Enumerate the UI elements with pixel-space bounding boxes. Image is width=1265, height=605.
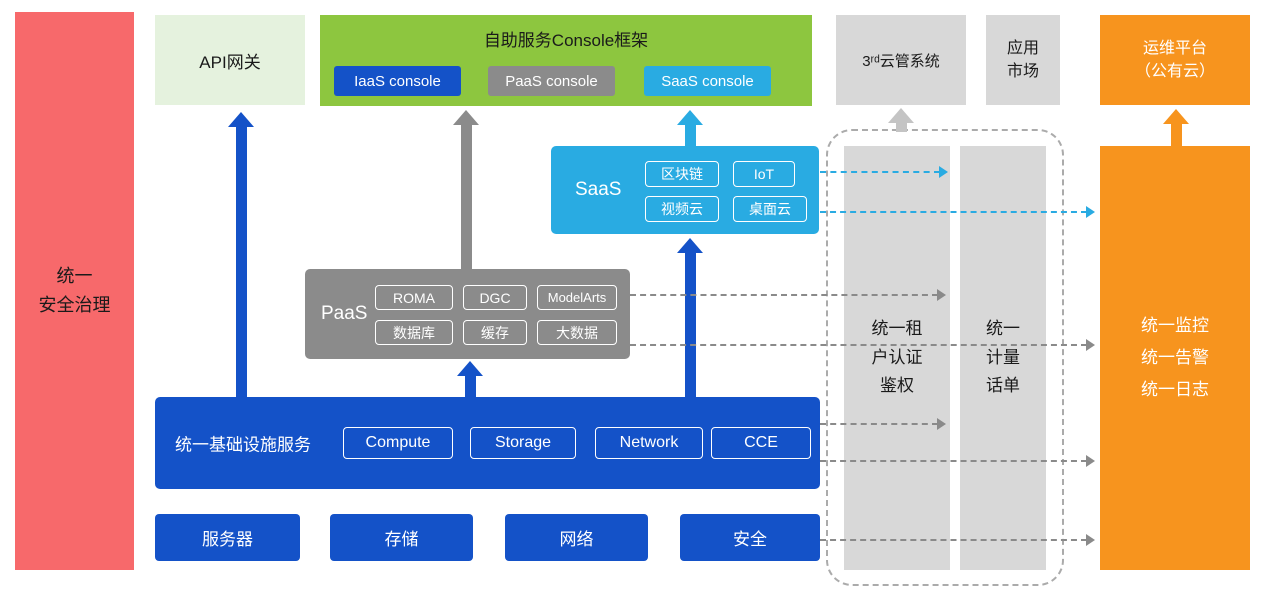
third-party-cloud-label: 3ʳᵈ云管系统 bbox=[862, 52, 940, 70]
hardware-box-server: 服务器 bbox=[155, 514, 300, 561]
ops-platform-box: 运维平台 （公有云） bbox=[1100, 15, 1250, 105]
paas-chip-database: 数据库 bbox=[375, 320, 453, 345]
paas-console-chip: PaaS console bbox=[488, 66, 615, 96]
paas-label: PaaS bbox=[321, 303, 368, 324]
paas-chip-cache: 缓存 bbox=[463, 320, 527, 345]
paas-chip-modelarts: ModelArts bbox=[537, 285, 617, 310]
hardware-box-network: 网络 bbox=[505, 514, 648, 561]
console-framework-title: 自助服务Console框架 bbox=[483, 31, 649, 50]
saas-console-chip: SaaS console bbox=[644, 66, 771, 96]
unified-security-bar: 统一 安全治理 bbox=[15, 12, 134, 570]
saas-chip-video-cloud: 视频云 bbox=[645, 196, 719, 222]
metering-bar-label: 统一 计量 话单 bbox=[986, 318, 1020, 396]
infra-chip-storage: Storage bbox=[470, 427, 576, 459]
saas-chip-blockchain: 区块链 bbox=[645, 161, 719, 187]
infrastructure-label: 统一基础设施服务 bbox=[175, 435, 311, 455]
saas-label: SaaS bbox=[575, 179, 622, 200]
paas-chip-roma: ROMA bbox=[375, 285, 453, 310]
api-gateway-box: API网关 bbox=[155, 15, 305, 105]
ops-platform-label: 运维平台 （公有云） bbox=[1134, 39, 1215, 80]
hardware-box-security: 安全 bbox=[680, 514, 820, 561]
iaas-console-chip: IaaS console bbox=[334, 66, 461, 96]
api-gateway-label: API网关 bbox=[199, 52, 261, 72]
paas-box: PaaS ROMA DGC ModelArts 数据库 缓存 大数据 bbox=[305, 269, 630, 359]
auth-bar-label: 统一租 户认证 鉴权 bbox=[871, 318, 923, 396]
dashed-group-border bbox=[826, 129, 1064, 586]
saas-chip-iot: IoT bbox=[733, 161, 795, 187]
monitoring-bar-label: 统一监控 统一告警 统一日志 bbox=[1141, 315, 1209, 400]
auth-bar: 统一租 户认证 鉴权 bbox=[844, 146, 950, 570]
infra-chip-cce: CCE bbox=[711, 427, 811, 459]
hardware-box-storage: 存储 bbox=[330, 514, 473, 561]
app-market-label: 应用 市场 bbox=[1006, 39, 1039, 80]
monitoring-bar: 统一监控 统一告警 统一日志 bbox=[1100, 146, 1250, 570]
third-party-cloud-box: 3ʳᵈ云管系统 bbox=[836, 15, 966, 105]
console-framework-box: 自助服务Console框架 IaaS console PaaS console … bbox=[320, 15, 812, 106]
saas-box: SaaS 区块链 IoT 视频云 桌面云 bbox=[551, 146, 819, 234]
metering-bar: 统一 计量 话单 bbox=[960, 146, 1046, 570]
infrastructure-box: 统一基础设施服务 Compute Storage Network CCE bbox=[155, 397, 820, 489]
saas-chip-desktop-cloud: 桌面云 bbox=[733, 196, 807, 222]
app-market-box: 应用 市场 bbox=[986, 15, 1060, 105]
infra-chip-compute: Compute bbox=[343, 427, 453, 459]
paas-chip-dgc: DGC bbox=[463, 285, 527, 310]
paas-chip-bigdata: 大数据 bbox=[537, 320, 617, 345]
unified-security-label: 统一 安全治理 bbox=[38, 266, 111, 315]
infra-chip-network: Network bbox=[595, 427, 703, 459]
